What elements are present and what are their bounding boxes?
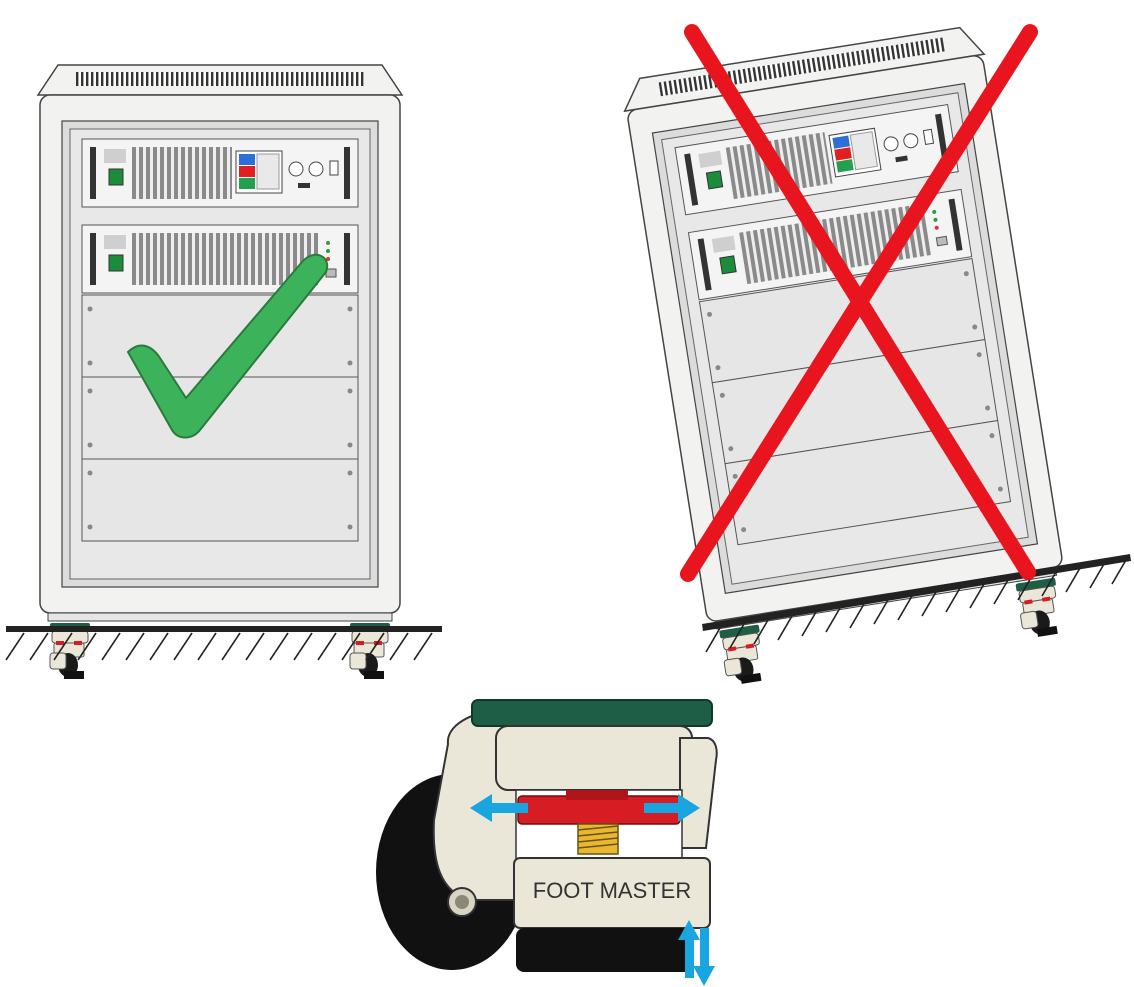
leveling-foot	[516, 928, 692, 972]
tilted-cabinet	[620, 25, 1076, 688]
caster-label: FOOT MASTER	[533, 878, 692, 903]
mounting-plate	[472, 700, 712, 726]
leveling-caster: FOOT MASTER	[376, 700, 717, 972]
